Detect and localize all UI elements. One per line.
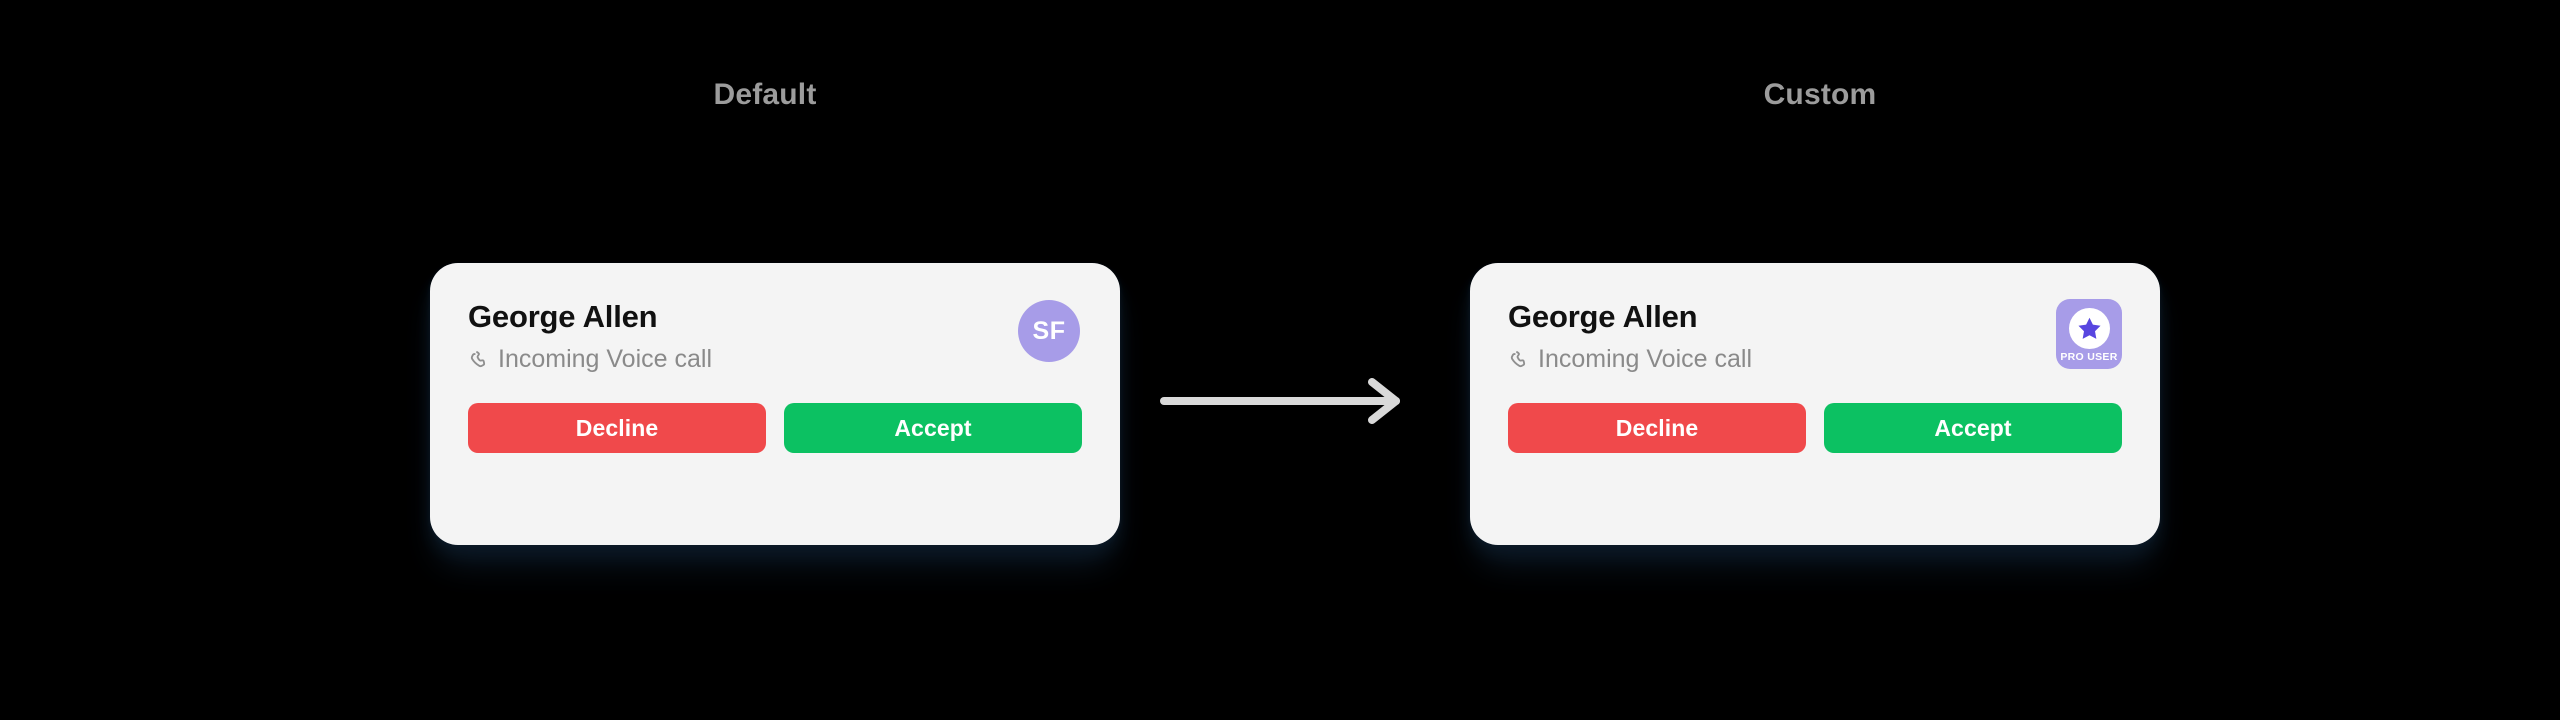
call-actions: Decline Accept (468, 403, 1082, 454)
avatar: SF (1018, 300, 1080, 362)
call-card-header: George Allen Incoming Voice call SF (468, 297, 1082, 373)
avatar-initials: SF (1032, 316, 1066, 345)
call-actions: Decline Accept (1508, 403, 2122, 454)
call-status-text: Incoming Voice call (498, 344, 713, 373)
call-card-custom: George Allen Incoming Voice call (1470, 263, 2160, 545)
section-label-default: Default (713, 78, 817, 111)
section-label-custom: Custom (1763, 78, 1877, 111)
call-card-header: George Allen Incoming Voice call (1508, 297, 2122, 373)
pro-badge-label: PRO USER (2060, 351, 2118, 364)
accept-button[interactable]: Accept (784, 403, 1082, 454)
phone-call-icon (1508, 349, 1529, 370)
caller-info: George Allen Incoming Voice call (468, 297, 712, 373)
phone-call-icon (468, 349, 489, 370)
avatar: PRO USER (2056, 299, 2122, 369)
call-card-default: George Allen Incoming Voice call SF Decl… (430, 263, 1120, 545)
caller-name: George Allen (468, 299, 658, 334)
call-status: Incoming Voice call (1508, 344, 1753, 374)
decline-button[interactable]: Decline (468, 403, 766, 454)
call-status-text: Incoming Voice call (1538, 344, 1753, 373)
arrow-right-icon (1160, 378, 1416, 424)
caller-name: George Allen (1508, 299, 1698, 334)
decline-button[interactable]: Decline (1508, 403, 1806, 454)
star-icon (2068, 308, 2110, 350)
caller-info: George Allen Incoming Voice call (1508, 297, 1752, 373)
call-status: Incoming Voice call (468, 344, 713, 374)
accept-button[interactable]: Accept (1824, 403, 2122, 454)
